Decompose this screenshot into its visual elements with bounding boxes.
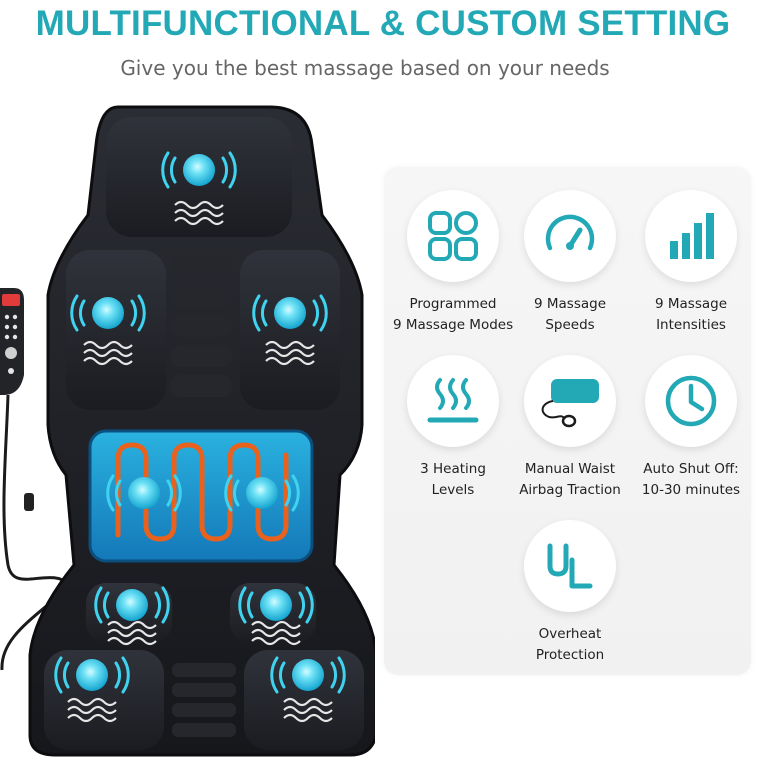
massage-seat-cushion-image <box>0 105 375 757</box>
clock-icon <box>665 375 717 427</box>
feature-badge <box>524 355 616 447</box>
heat-waves-icon <box>427 378 479 423</box>
intensity-bars-icon <box>670 213 714 259</box>
feature-badge <box>645 190 737 282</box>
modes-grid-icon <box>428 211 478 261</box>
feature-badge <box>407 355 499 447</box>
speedometer-icon <box>545 214 595 251</box>
page-title: MULTIFUNCTIONAL & CUSTOM SETTING <box>35 4 731 43</box>
remote-control <box>0 288 24 395</box>
feature-badge <box>524 190 616 282</box>
feature-badge <box>407 190 499 282</box>
feature-badge <box>524 520 616 612</box>
feature-badge <box>645 355 737 447</box>
ul-certification-icon <box>547 543 593 589</box>
feature-auto-shut-off: Auto Shut Off:10-30 minutes <box>631 355 751 501</box>
feature-label: Auto Shut Off:10-30 minutes <box>641 461 741 498</box>
page-subtitle: Give you the best massage based on your … <box>120 56 610 80</box>
airbag-pump-icon <box>541 379 599 428</box>
